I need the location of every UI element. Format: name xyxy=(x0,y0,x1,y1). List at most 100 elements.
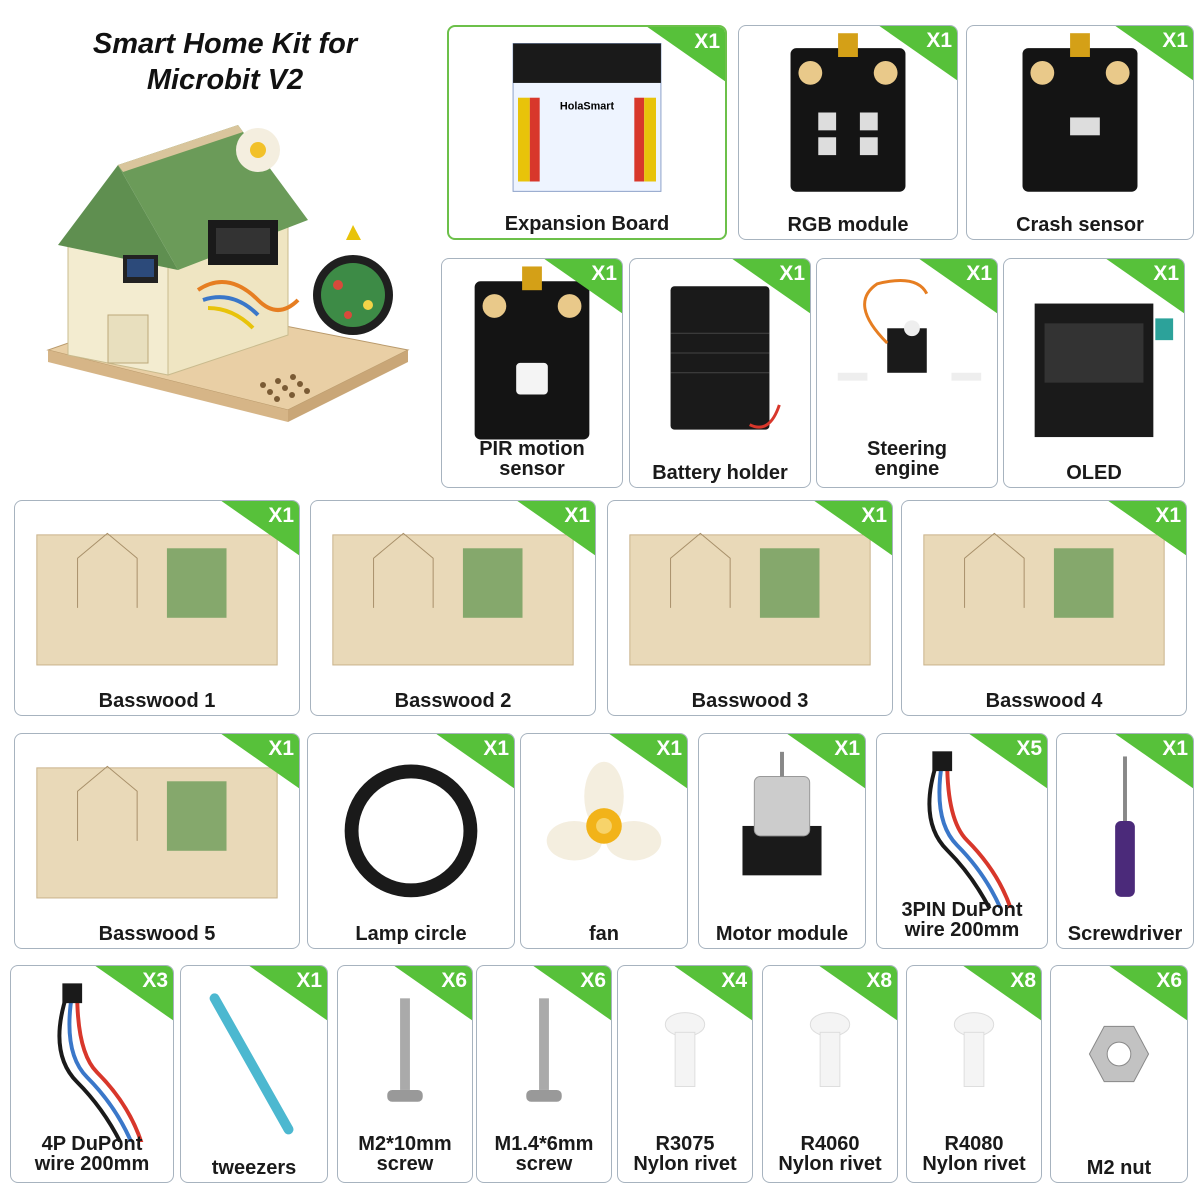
title-line-1: Smart Home Kit for xyxy=(92,28,358,60)
component-name: Screwdriver xyxy=(1067,923,1183,945)
quantity-label: X8 xyxy=(866,969,892,992)
component-name: M2 nut xyxy=(1086,1157,1152,1179)
basswood-sheet-icon xyxy=(15,501,299,675)
component-name-line: M1.4*6mm xyxy=(494,1133,594,1155)
screw-icon xyxy=(338,966,472,1142)
component-name-line: R4080 xyxy=(944,1133,1004,1155)
quantity-label: X3 xyxy=(142,969,168,992)
component-name-line: engine xyxy=(874,458,940,480)
battery-holder-icon xyxy=(630,259,810,447)
component-name: Basswood 1 xyxy=(98,690,216,712)
component-card: X6 M2 nut xyxy=(1050,965,1188,1183)
quantity-label: X1 xyxy=(926,29,952,52)
component-name: Basswood 4 xyxy=(985,690,1103,712)
screwdriver-icon xyxy=(1057,734,1193,908)
quantity-label: X8 xyxy=(1010,969,1036,992)
component-name-line: Steering xyxy=(866,438,948,460)
component-name: Crash sensor xyxy=(1016,214,1144,236)
lamp-ring-icon xyxy=(308,734,514,908)
quantity-label: X1 xyxy=(1153,262,1179,285)
quantity-label: X1 xyxy=(694,30,720,53)
quantity-label: X1 xyxy=(1162,29,1188,52)
component-name: Motor module xyxy=(715,923,849,945)
servo-icon xyxy=(817,259,997,447)
component-name-line: 3PIN DuPont xyxy=(901,899,1023,921)
quantity-label: X1 xyxy=(656,737,682,760)
component-name-line: PIR motion xyxy=(479,438,585,460)
basswood-sheet-icon xyxy=(608,501,892,675)
basswood-sheet-icon xyxy=(15,734,299,908)
quantity-label: X6 xyxy=(1156,969,1182,992)
svg-text:HolaSmart: HolaSmart xyxy=(560,101,615,113)
component-card: X1 tweezers xyxy=(180,965,328,1183)
rivet-icon xyxy=(907,966,1041,1142)
component-card: X1 fan xyxy=(520,733,688,949)
smart-home-house-image xyxy=(38,110,418,430)
component-name-line: Nylon rivet xyxy=(633,1153,737,1175)
component-name: tweezers xyxy=(211,1157,297,1179)
component-name-line: 4P DuPont xyxy=(41,1133,143,1155)
component-name-line: screw xyxy=(376,1153,434,1175)
component-name: fan xyxy=(589,923,619,945)
quantity-label: X1 xyxy=(1162,737,1188,760)
title-line-2: Microbit V2 xyxy=(146,64,304,96)
crash-sensor-icon xyxy=(967,26,1193,199)
quantity-label: X1 xyxy=(1155,504,1181,527)
quantity-label: X1 xyxy=(779,262,805,285)
component-name: Basswood 2 xyxy=(394,690,512,712)
component-name-line: screw xyxy=(515,1153,573,1175)
quantity-label: X1 xyxy=(268,504,294,527)
quantity-label: X1 xyxy=(591,262,617,285)
component-name-line: sensor xyxy=(499,458,565,480)
fan-icon xyxy=(521,734,687,908)
quantity-label: X6 xyxy=(580,969,606,992)
component-name: Basswood 3 xyxy=(691,690,809,712)
component-name: Expansion Board xyxy=(504,213,670,235)
component-name-line: M2*10mm xyxy=(358,1133,452,1155)
page-title: Smart Home Kit for Microbit V2 xyxy=(30,26,420,98)
component-name: RGB module xyxy=(787,214,909,236)
pir-sensor-icon xyxy=(442,259,622,447)
component-name: Lamp circle xyxy=(355,923,467,945)
quantity-label: X4 xyxy=(721,969,747,992)
quantity-label: X1 xyxy=(296,969,322,992)
quantity-label: X5 xyxy=(1016,737,1042,760)
quantity-label: X1 xyxy=(861,504,887,527)
component-name-line: wire 200mm xyxy=(904,919,1020,941)
quantity-label: X1 xyxy=(483,737,509,760)
nut-icon xyxy=(1051,966,1187,1142)
rivet-icon xyxy=(618,966,752,1142)
component-name: Basswood 5 xyxy=(98,923,216,945)
component-name: Battery holder xyxy=(652,462,788,484)
expansion-board-icon: HolaSmart xyxy=(449,27,725,198)
component-name-line: wire 200mm xyxy=(34,1153,150,1175)
motor-icon xyxy=(699,734,865,908)
